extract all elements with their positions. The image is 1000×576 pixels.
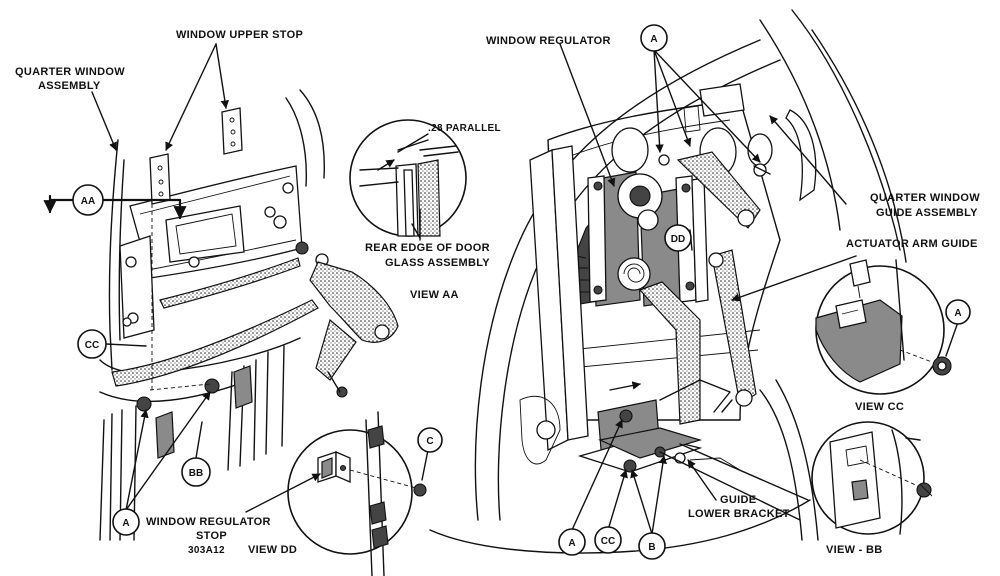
callout-dd-center: DD: [664, 224, 692, 252]
label-quarter-window-guide-line2: GUIDE ASSEMBLY: [876, 207, 978, 219]
svg-text:DD: DD: [671, 234, 685, 245]
label-quarter-window-guide-line1: QUARTER WINDOW: [870, 192, 980, 204]
center-regulator-assembly: [429, 9, 907, 554]
view-dd-detail: [287, 411, 429, 576]
rear-edge-leader: [411, 223, 421, 239]
regulator-stop-leader: [245, 473, 321, 513]
svg-text:CC: CC: [85, 340, 99, 351]
label-window-upper-stop: WINDOW UPPER STOP: [176, 29, 303, 41]
label-rear-edge-line1: REAR EDGE OF DOOR: [365, 242, 490, 254]
callout-c-dd: C: [417, 427, 443, 453]
label-window-regulator: WINDOW REGULATOR: [486, 35, 611, 47]
callout-b-bottom: B: [638, 532, 666, 560]
callout-cc-left: CC: [77, 329, 107, 359]
svg-text:A: A: [650, 34, 657, 45]
callout-a-bottom: A: [558, 528, 586, 556]
svg-text:B: B: [648, 542, 655, 553]
label-guide-lower-bracket-line1: GUIDE: [720, 494, 756, 506]
svg-text:BB: BB: [189, 468, 203, 479]
svg-text:A: A: [954, 308, 961, 319]
left-leaders: [91, 43, 229, 511]
label-part-number: 303A12: [188, 545, 225, 556]
svg-text:AA: AA: [81, 196, 95, 207]
label-guide-lower-bracket-line2: LOWER BRACKET: [688, 508, 790, 520]
label-view-cc: VIEW CC: [855, 401, 904, 413]
parallel-leader: [397, 133, 429, 153]
view-aa-detail: [349, 119, 467, 241]
label-view-bb: VIEW - BB: [826, 544, 882, 556]
callout-bb-left: BB: [181, 457, 211, 487]
label-view-dd: VIEW DD: [248, 544, 297, 556]
label-window-regulator-stop-line2: STOP: [196, 530, 227, 542]
svg-text:C: C: [426, 436, 433, 447]
callout-a-cc: A: [945, 299, 971, 325]
label-rear-edge-line2: GLASS ASSEMBLY: [385, 257, 490, 269]
svg-text:A: A: [568, 538, 575, 549]
label-28-parallel: .28 PARALLEL: [428, 123, 501, 134]
left-door-assembly: [99, 89, 399, 541]
view-cc-detail: [815, 259, 959, 395]
callout-cc-bottom: CC: [594, 526, 622, 554]
label-actuator-arm-guide: ACTUATOR ARM GUIDE: [846, 238, 978, 250]
label-view-aa: VIEW AA: [410, 289, 459, 301]
label-window-regulator-stop-line1: WINDOW REGULATOR: [146, 516, 271, 528]
svg-text:A: A: [122, 518, 129, 529]
view-bb-detail: [811, 421, 933, 535]
callout-aa-left: AA: [72, 184, 104, 216]
label-quarter-window-assembly-line1: QUARTER WINDOW: [15, 66, 125, 78]
callout-a-left: A: [112, 508, 140, 536]
callout-a-top: A: [640, 24, 668, 52]
svg-text:CC: CC: [601, 536, 615, 547]
label-quarter-window-assembly-line2: ASSEMBLY: [38, 80, 101, 92]
section-aa-marker: [43, 194, 187, 220]
center-leaders: [559, 43, 857, 535]
